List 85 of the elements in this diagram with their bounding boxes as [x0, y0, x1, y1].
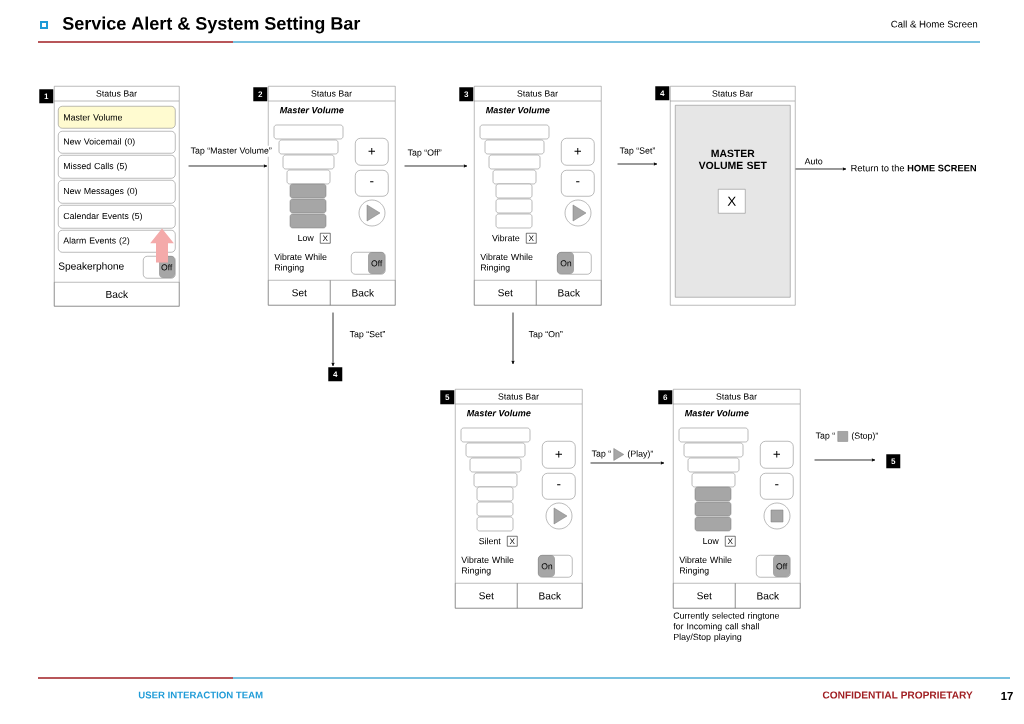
checkbox: X	[507, 536, 518, 547]
menu-item: New Voicemail (0)	[58, 131, 176, 154]
arrow	[617, 162, 658, 166]
arrow	[188, 164, 268, 168]
toggle-label: Vibrate While Ringing	[461, 556, 514, 576]
soft-key: Back	[330, 280, 396, 306]
step-badge: 4	[655, 86, 670, 101]
screen-heading: Master Volume	[279, 106, 344, 114]
edge-label: Tap “	[590, 449, 613, 460]
status-bar-label: Status Bar	[498, 393, 539, 400]
screen-heading: Master Volume	[684, 409, 749, 417]
header-text: Call & Home Screen	[891, 20, 978, 28]
arrow	[511, 312, 515, 365]
toggle-switch: On	[557, 252, 592, 275]
edge-label: Tap “On”	[527, 329, 565, 341]
menu-item: Master Volume	[58, 106, 176, 129]
arrow	[590, 461, 665, 465]
menu-item: New Messages (0)	[58, 180, 176, 204]
toggle-switch: Off	[756, 555, 791, 578]
volume-button: -	[561, 170, 595, 197]
volume-button: -	[542, 473, 576, 500]
step-badge: 4	[328, 367, 343, 382]
status-bar-label: Status Bar	[311, 90, 352, 97]
soft-key: Set	[673, 583, 736, 609]
soft-key: Set	[455, 583, 518, 609]
menu-item: Alarm Events (2)	[58, 230, 176, 253]
level-label: Vibrate	[492, 234, 520, 242]
step-badge: 5	[440, 390, 455, 405]
soft-key: Back	[517, 583, 583, 609]
toggle-switch: On	[538, 555, 573, 578]
volume-button: +	[760, 441, 794, 469]
toggle-label: Speakerphone	[58, 262, 124, 272]
arrow	[404, 164, 468, 168]
toggle-label: Vibrate While Ringing	[274, 253, 327, 273]
volume-button: +	[355, 138, 389, 166]
edge-label: Tap “Set”	[348, 329, 387, 341]
step-badge: 6	[658, 390, 673, 405]
soft-key: Set	[268, 280, 331, 306]
confidential-notice: CONFIDENTIAL PROPRIETARY	[822, 691, 973, 699]
level-label: Low	[298, 234, 314, 242]
footer-text: USER INTERACTION TEAM	[138, 691, 263, 699]
step-badge: 2	[253, 87, 268, 102]
page-number: 17	[1001, 692, 1013, 700]
status-bar-label: Status Bar	[96, 90, 137, 97]
level-label: Silent	[479, 537, 501, 545]
volume-button: -	[760, 473, 794, 500]
checkbox: X	[526, 233, 537, 244]
arrow	[331, 312, 335, 367]
soft-key: Set	[474, 280, 537, 306]
slide-title: Service Alert & System Setting Bar	[62, 16, 361, 34]
step-badge: 3	[459, 87, 474, 102]
checkbox: X	[725, 536, 736, 547]
note-text: Currently selected ringtone for Incoming call shall Play/Stop playing	[673, 612, 779, 642]
status-bar-label: Status Bar	[517, 90, 558, 97]
volume-button: +	[542, 441, 576, 469]
destination-text: Return to the HOME SCREEN	[851, 164, 976, 172]
step-badge: 5	[886, 454, 901, 469]
checkbox: X	[320, 233, 331, 244]
toggle-switch: Off	[143, 256, 176, 279]
edge-label: Tap “	[814, 431, 837, 442]
screen-heading: Master Volume	[485, 106, 550, 114]
close-button: X	[718, 189, 746, 214]
status-bar-label: Status Bar	[712, 90, 753, 97]
level-label: Low	[703, 537, 719, 545]
hint-text: (Play)”	[627, 450, 653, 459]
edge-label: Tap “Off”	[406, 147, 443, 159]
volume-button: -	[355, 170, 389, 197]
menu-item: Calendar Events (5)	[58, 205, 176, 229]
toggle-switch: Off	[351, 252, 386, 275]
edge-label: Auto	[803, 156, 825, 166]
menu-item: Missed Calls (5)	[58, 155, 176, 179]
edge-label: Tap “Set”	[618, 146, 657, 157]
arrow	[795, 167, 847, 171]
toggle-label: Vibrate While Ringing	[480, 253, 533, 273]
screen-heading: Master Volume	[466, 409, 531, 417]
arrow	[814, 458, 876, 462]
volume-button: +	[561, 138, 595, 166]
soft-key: Back	[54, 282, 180, 307]
soft-key: Back	[735, 583, 801, 609]
status-bar-label: Status Bar	[716, 393, 757, 400]
soft-key: Back	[536, 280, 602, 306]
hint-text: (Stop)”	[851, 432, 878, 441]
toggle-label: Vibrate While Ringing	[679, 556, 732, 576]
step-badge: 1	[39, 89, 54, 104]
edge-label: Tap “Master Volume”	[189, 145, 274, 157]
